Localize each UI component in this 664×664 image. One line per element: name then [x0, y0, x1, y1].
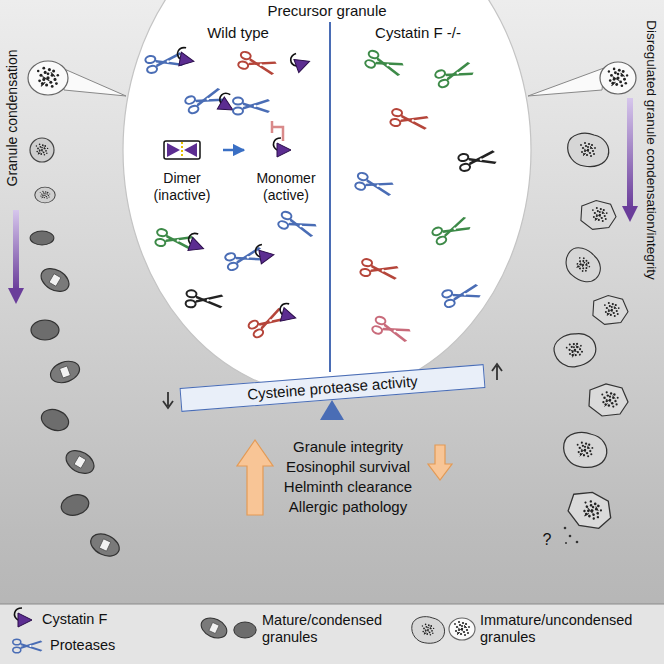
- divider-line: [329, 22, 331, 372]
- legend-text: Cystatin F: [42, 611, 107, 628]
- knockout-proteases: [354, 50, 497, 345]
- question-mark: ?: [437, 530, 657, 549]
- node-text: Monomer (active): [246, 170, 326, 204]
- legend-text: Mature/condensed granules: [262, 612, 392, 647]
- disregulated-granules: [550, 133, 628, 544]
- axis-caption: Disregulated granule condensation/integr…: [642, 0, 660, 300]
- process-arrows: [8, 98, 638, 304]
- annotation-text: Eosinophil survival: [238, 458, 458, 476]
- legend-text: Proteases: [50, 637, 115, 654]
- annotation-text: Wild type: [128, 24, 348, 42]
- conversion-arrow: [223, 149, 244, 152]
- granule-oval-fill: [28, 0, 636, 396]
- protein-node: Monomer (active): [246, 128, 326, 208]
- inhibition-line: [272, 121, 283, 141]
- annotation-text: Cystatin F -/-: [308, 24, 528, 42]
- annotation-text: Helminth clearance: [238, 478, 458, 496]
- node-title: Precursor granule: [122, 2, 532, 20]
- annotation-text: Granule integrity: [238, 438, 458, 456]
- node-text: Dimer (inactive): [143, 170, 221, 204]
- axis-caption: Granule condensation: [3, 18, 21, 218]
- condensing-granules: [30, 138, 123, 560]
- dimer-icon: [164, 141, 200, 159]
- balance-parts: [163, 364, 502, 420]
- annotation-text: Allergic pathology: [238, 498, 458, 516]
- granule-oval: Precursor granuleDimer (inactive) Monomer…: [122, 0, 532, 398]
- protein-node: Dimer (inactive): [143, 128, 221, 208]
- legend-text: Immature/uncondensed granules: [480, 612, 650, 647]
- legend-band: [0, 604, 664, 664]
